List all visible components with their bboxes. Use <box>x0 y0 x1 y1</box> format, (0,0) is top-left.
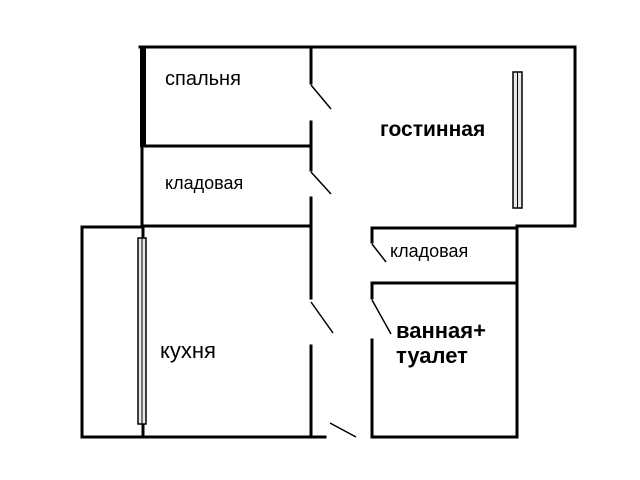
bedroom-door <box>310 84 332 110</box>
bedroom-thick-wall <box>140 47 146 147</box>
storage-lower-door <box>371 243 387 263</box>
living-room-label: гостинная <box>380 118 486 141</box>
storage-upper-door <box>310 171 332 195</box>
bathroom-door <box>371 299 392 335</box>
kitchen-label: кухня <box>160 338 216 363</box>
kitchen-door <box>310 301 334 334</box>
entrance-door <box>329 422 357 438</box>
storage-lower-label: кладовая <box>390 241 469 261</box>
door-swings <box>310 84 392 438</box>
storage-upper-label: кладовая <box>165 173 244 193</box>
bathroom-label: ванная+ туалет <box>396 318 486 369</box>
bathroom-label-line2: туалет <box>396 343 468 369</box>
bedroom-label: спальня <box>165 68 241 90</box>
bathroom-label-line1: ванная+ <box>396 318 486 343</box>
